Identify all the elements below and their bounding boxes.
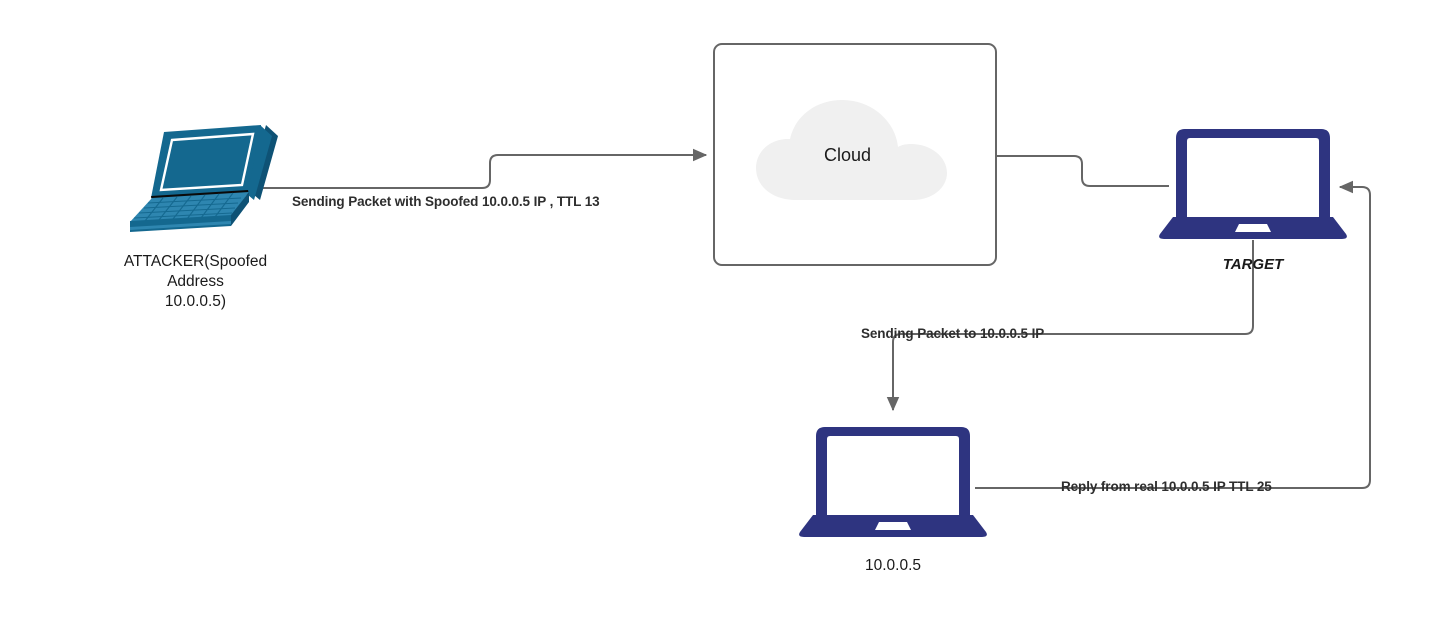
edge-label-attacker-to-cloud: Sending Packet with Spoofed 10.0.0.5 IP … [292,194,600,209]
node-cloud[interactable] [750,96,966,204]
laptop-flat-icon [799,427,987,537]
edge-label-victim-to-target: Reply from real 10.0.0.5 IP TTL 25 [1061,479,1272,494]
edge-label-target-to-victim: Sending Packet to 10.0.0.5 IP [861,326,1045,341]
edge-cloud-to-target [997,155,1169,187]
node-target[interactable] [1157,127,1349,244]
node-attacker-label: ATTACKER(Spoofed Address 10.0.0.5) [123,253,268,310]
node-cloud-label: Cloud [824,145,872,165]
edge-attacker-to-cloud [263,148,708,189]
laptop-3d-icon [130,125,278,232]
laptop-flat-icon [1159,129,1347,239]
cloud-icon [756,100,947,200]
node-target-label: TARGET [1222,256,1284,273]
node-victim[interactable] [797,425,989,542]
node-victim-label: 10.0.0.5 [864,557,922,574]
node-attacker[interactable] [108,122,278,232]
